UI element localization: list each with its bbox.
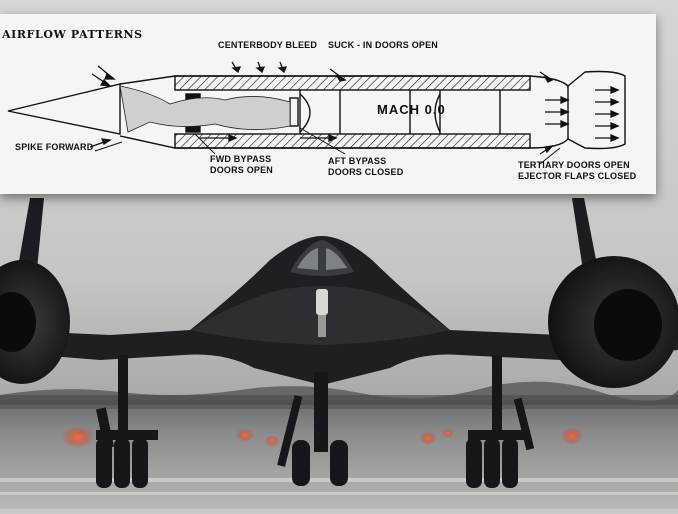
tertiary-doors-label: TERTIARY DOORS OPEN EJECTOR FLAPS CLOSED — [518, 160, 636, 182]
engine-cross-section — [7, 61, 626, 165]
aft-bypass-label: AFT BYPASS DOORS CLOSED — [328, 156, 403, 178]
mach-label: MACH 0.0 — [377, 102, 446, 117]
tertiary-line1: TERTIARY DOORS OPEN — [518, 160, 630, 170]
tertiary-line2: EJECTOR FLAPS CLOSED — [518, 171, 637, 181]
fwd-bypass-line2: DOORS OPEN — [210, 165, 274, 175]
centerbody-bleed-label: CENTERBODY BLEED — [218, 40, 318, 50]
fwd-bypass-label: FWD BYPASS DOORS OPEN — [210, 154, 273, 176]
spike-forward-label: SPIKE FORWARD — [15, 142, 94, 152]
diagram-title: AIRFLOW PATTERNS — [2, 28, 143, 41]
aft-bypass-line2: DOORS CLOSED — [328, 167, 404, 177]
suck-in-doors-label: SUCK - IN DOORS OPEN — [328, 40, 439, 50]
runway-light-icon — [62, 426, 583, 448]
aft-bypass-line1: AFT BYPASS — [328, 156, 387, 166]
engine-airflow-diagram: AIRFLOW PATTERNS CENTERBODY BLEED SUCK -… — [0, 14, 656, 194]
aircraft-icon — [0, 256, 678, 388]
fwd-bypass-line1: FWD BYPASS — [210, 154, 272, 164]
